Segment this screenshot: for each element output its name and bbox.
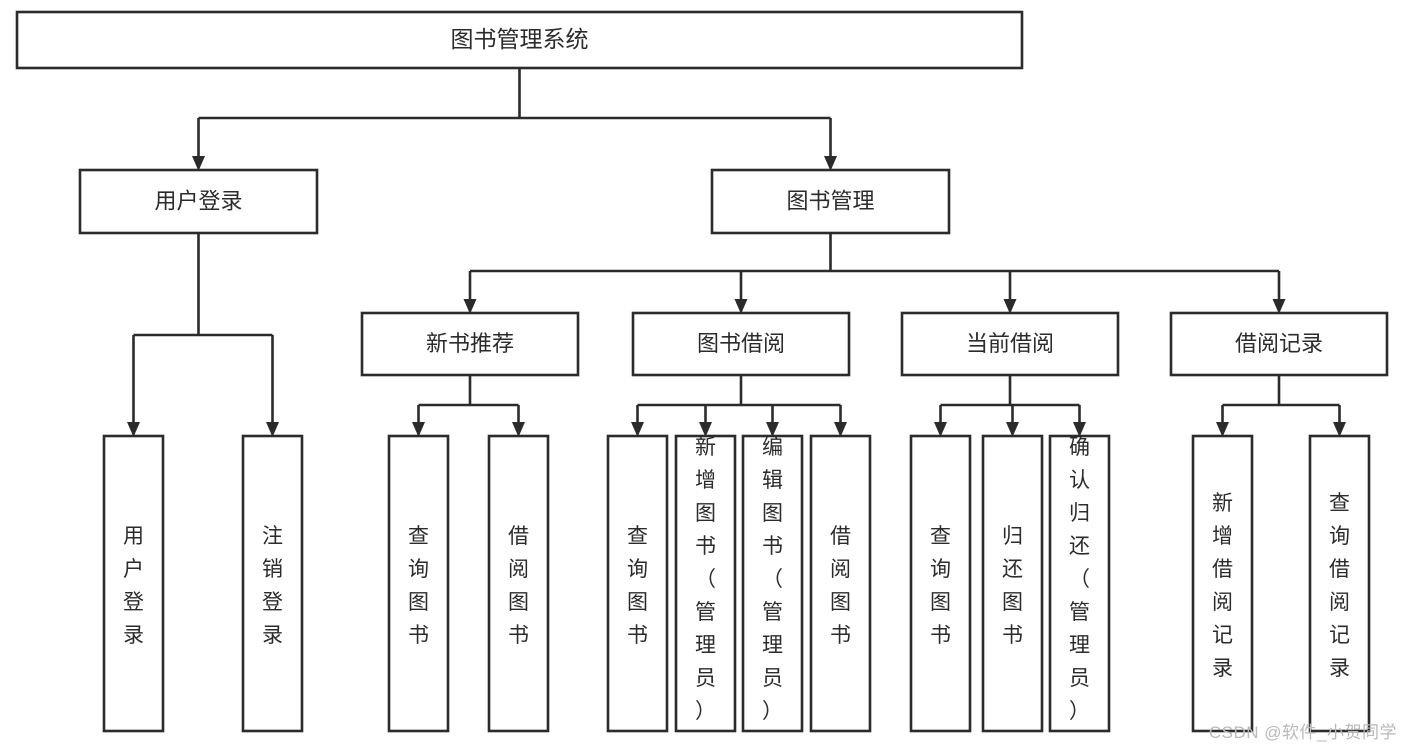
edge-arrowhead-l2_new_book-0 (412, 422, 425, 437)
node-label: 编辑图书（管理员） (762, 436, 783, 723)
node-box (710, 168, 951, 235)
node-l2-borrow[interactable]: 图书借阅 (631, 311, 851, 377)
edge-arrowhead-l1_user_login-1 (266, 422, 279, 437)
node-box (102, 434, 165, 733)
node-box (241, 434, 304, 733)
node-leaf-05[interactable]: 查询图书 (606, 434, 669, 733)
node-box (809, 434, 872, 733)
edge-arrowhead-l2_current-0 (934, 422, 947, 437)
node-label: 借阅图书 (830, 525, 851, 647)
node-label: 借阅图书 (508, 525, 529, 647)
node-leaf-08[interactable]: 借阅图书 (809, 434, 872, 733)
edge-arrowhead-root-1 (824, 156, 837, 171)
node-box (1308, 434, 1371, 733)
node-label: 查询图书 (930, 525, 951, 647)
node-l2-new-book[interactable]: 新书推荐 (360, 311, 580, 377)
node-label: 查询图书 (408, 525, 429, 647)
node-box (1048, 434, 1111, 733)
edge-arrowhead-l2_record-0 (1216, 422, 1229, 437)
edge-arrowhead-l2_current-2 (1073, 422, 1086, 437)
edge-arrowhead-l2_borrow-3 (834, 422, 847, 437)
edge-arrowhead-l1_book_mgmt-1 (734, 299, 748, 314)
node-label: 查询借阅记录 (1329, 492, 1350, 680)
edge-arrowhead-l1_book_mgmt-3 (1272, 299, 1286, 314)
node-label: 图书管理 (786, 188, 874, 213)
node-box (1191, 434, 1254, 733)
node-l1-book-mgmt[interactable]: 图书管理 (710, 168, 951, 235)
edge-arrowhead-root-0 (192, 156, 205, 171)
node-label: 用户登录 (154, 188, 242, 213)
node-leaf-07[interactable]: 编辑图书（管理员） (741, 434, 804, 733)
node-leaf-12[interactable]: 新增借阅记录 (1191, 434, 1254, 733)
watermark-text: CSDN @软件_小贺同学 (1208, 723, 1397, 742)
node-box (900, 311, 1120, 377)
node-l2-current[interactable]: 当前借阅 (900, 311, 1120, 377)
node-leaf-02[interactable]: 注销登录 (241, 434, 304, 733)
node-box (78, 168, 319, 235)
edge-arrowhead-l2_new_book-1 (512, 422, 525, 437)
node-box (741, 434, 804, 733)
node-box (15, 10, 1024, 70)
edge-arrowhead-l2_record-1 (1333, 422, 1346, 437)
node-leaf-13[interactable]: 查询借阅记录 (1308, 434, 1371, 733)
edge-arrowhead-l1_book_mgmt-2 (1003, 299, 1017, 314)
node-leaf-01[interactable]: 用户登录 (102, 434, 165, 733)
node-box (1169, 311, 1389, 377)
node-label: 用户登录 (123, 525, 144, 647)
node-leaf-04[interactable]: 借阅图书 (487, 434, 550, 733)
node-leaf-03[interactable]: 查询图书 (387, 434, 450, 733)
edge-arrowhead-l2_borrow-2 (766, 422, 779, 437)
node-box (487, 434, 550, 733)
node-box (909, 434, 972, 733)
node-label: 图书借阅 (697, 331, 785, 356)
node-label: 新增图书（管理员） (695, 436, 716, 723)
node-leaf-11[interactable]: 确认归还（管理员） (1048, 434, 1111, 733)
node-layer: 图书管理系统用户登录图书管理新书推荐图书借阅当前借阅借阅记录用户登录注销登录查询… (15, 10, 1389, 733)
node-label: 当前借阅 (966, 331, 1054, 356)
node-box (387, 434, 450, 733)
node-box (674, 434, 737, 733)
node-label: 新书推荐 (426, 331, 514, 356)
node-label: 查询图书 (627, 525, 648, 647)
node-root[interactable]: 图书管理系统 (15, 10, 1024, 70)
edge-arrowhead-l2_borrow-1 (699, 422, 712, 437)
node-leaf-10[interactable]: 归还图书 (981, 434, 1044, 733)
node-box (981, 434, 1044, 733)
node-label: 图书管理系统 (451, 26, 589, 52)
node-leaf-06[interactable]: 新增图书（管理员） (674, 434, 737, 733)
node-leaf-09[interactable]: 查询图书 (909, 434, 972, 733)
edge-arrowhead-l2_borrow-0 (631, 422, 644, 437)
node-label: 借阅记录 (1235, 331, 1323, 356)
node-l2-record[interactable]: 借阅记录 (1169, 311, 1389, 377)
node-l1-user-login[interactable]: 用户登录 (78, 168, 319, 235)
node-box (606, 434, 669, 733)
node-box (631, 311, 851, 377)
edge-layer (127, 68, 1346, 437)
node-label: 确认归还（管理员） (1069, 436, 1090, 723)
node-label: 注销登录 (262, 525, 283, 647)
edge-arrowhead-l2_current-1 (1006, 422, 1019, 437)
node-label: 新增借阅记录 (1212, 492, 1233, 680)
node-box (360, 311, 580, 377)
edge-arrowhead-l1_book_mgmt-0 (463, 299, 477, 314)
node-label: 归还图书 (1002, 525, 1023, 647)
edge-arrowhead-l1_user_login-0 (127, 422, 140, 437)
